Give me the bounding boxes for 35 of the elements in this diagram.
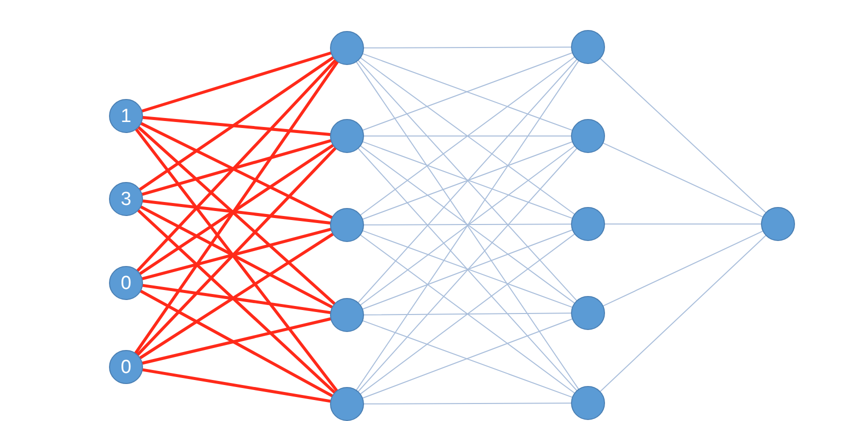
weighted-connection: [141, 116, 332, 136]
weighted-connection: [141, 199, 332, 225]
weighted-connection: [139, 290, 334, 398]
weighted-connection: [140, 139, 332, 196]
weighted-connection: [141, 317, 332, 365]
weighted-connection: [134, 128, 338, 392]
connection-line: [602, 142, 764, 218]
connection-line: [600, 235, 766, 392]
input-neuron: [109, 182, 143, 216]
input-value: 1: [120, 106, 132, 126]
input-neuron: [109, 266, 143, 300]
weighted-connection: [140, 122, 334, 219]
connection-line: [600, 58, 766, 213]
connection-line: [364, 46, 572, 48]
connection-line: [364, 402, 572, 404]
weighted-connection: [136, 146, 337, 356]
weighted-connection: [134, 60, 339, 355]
input-value: 0: [120, 358, 132, 376]
weighted-connection: [140, 52, 332, 112]
weighted-connection: [138, 144, 334, 276]
weighted-connection: [138, 232, 334, 360]
weighted-connection: [137, 126, 336, 306]
weighted-connection: [136, 58, 337, 272]
weighted-connection: [138, 56, 334, 191]
weighted-connection: [136, 209, 336, 394]
connection-line: [602, 230, 764, 306]
connection-line: [364, 312, 572, 316]
input-neuron: [109, 350, 143, 384]
input-value: 3: [120, 190, 132, 208]
weighted-connection: [140, 205, 334, 309]
input-value: 0: [120, 274, 132, 292]
connection-line: [364, 224, 572, 226]
input-neuron: [109, 99, 143, 133]
weighted-connection: [141, 368, 332, 403]
weighted-connection: [141, 284, 332, 314]
